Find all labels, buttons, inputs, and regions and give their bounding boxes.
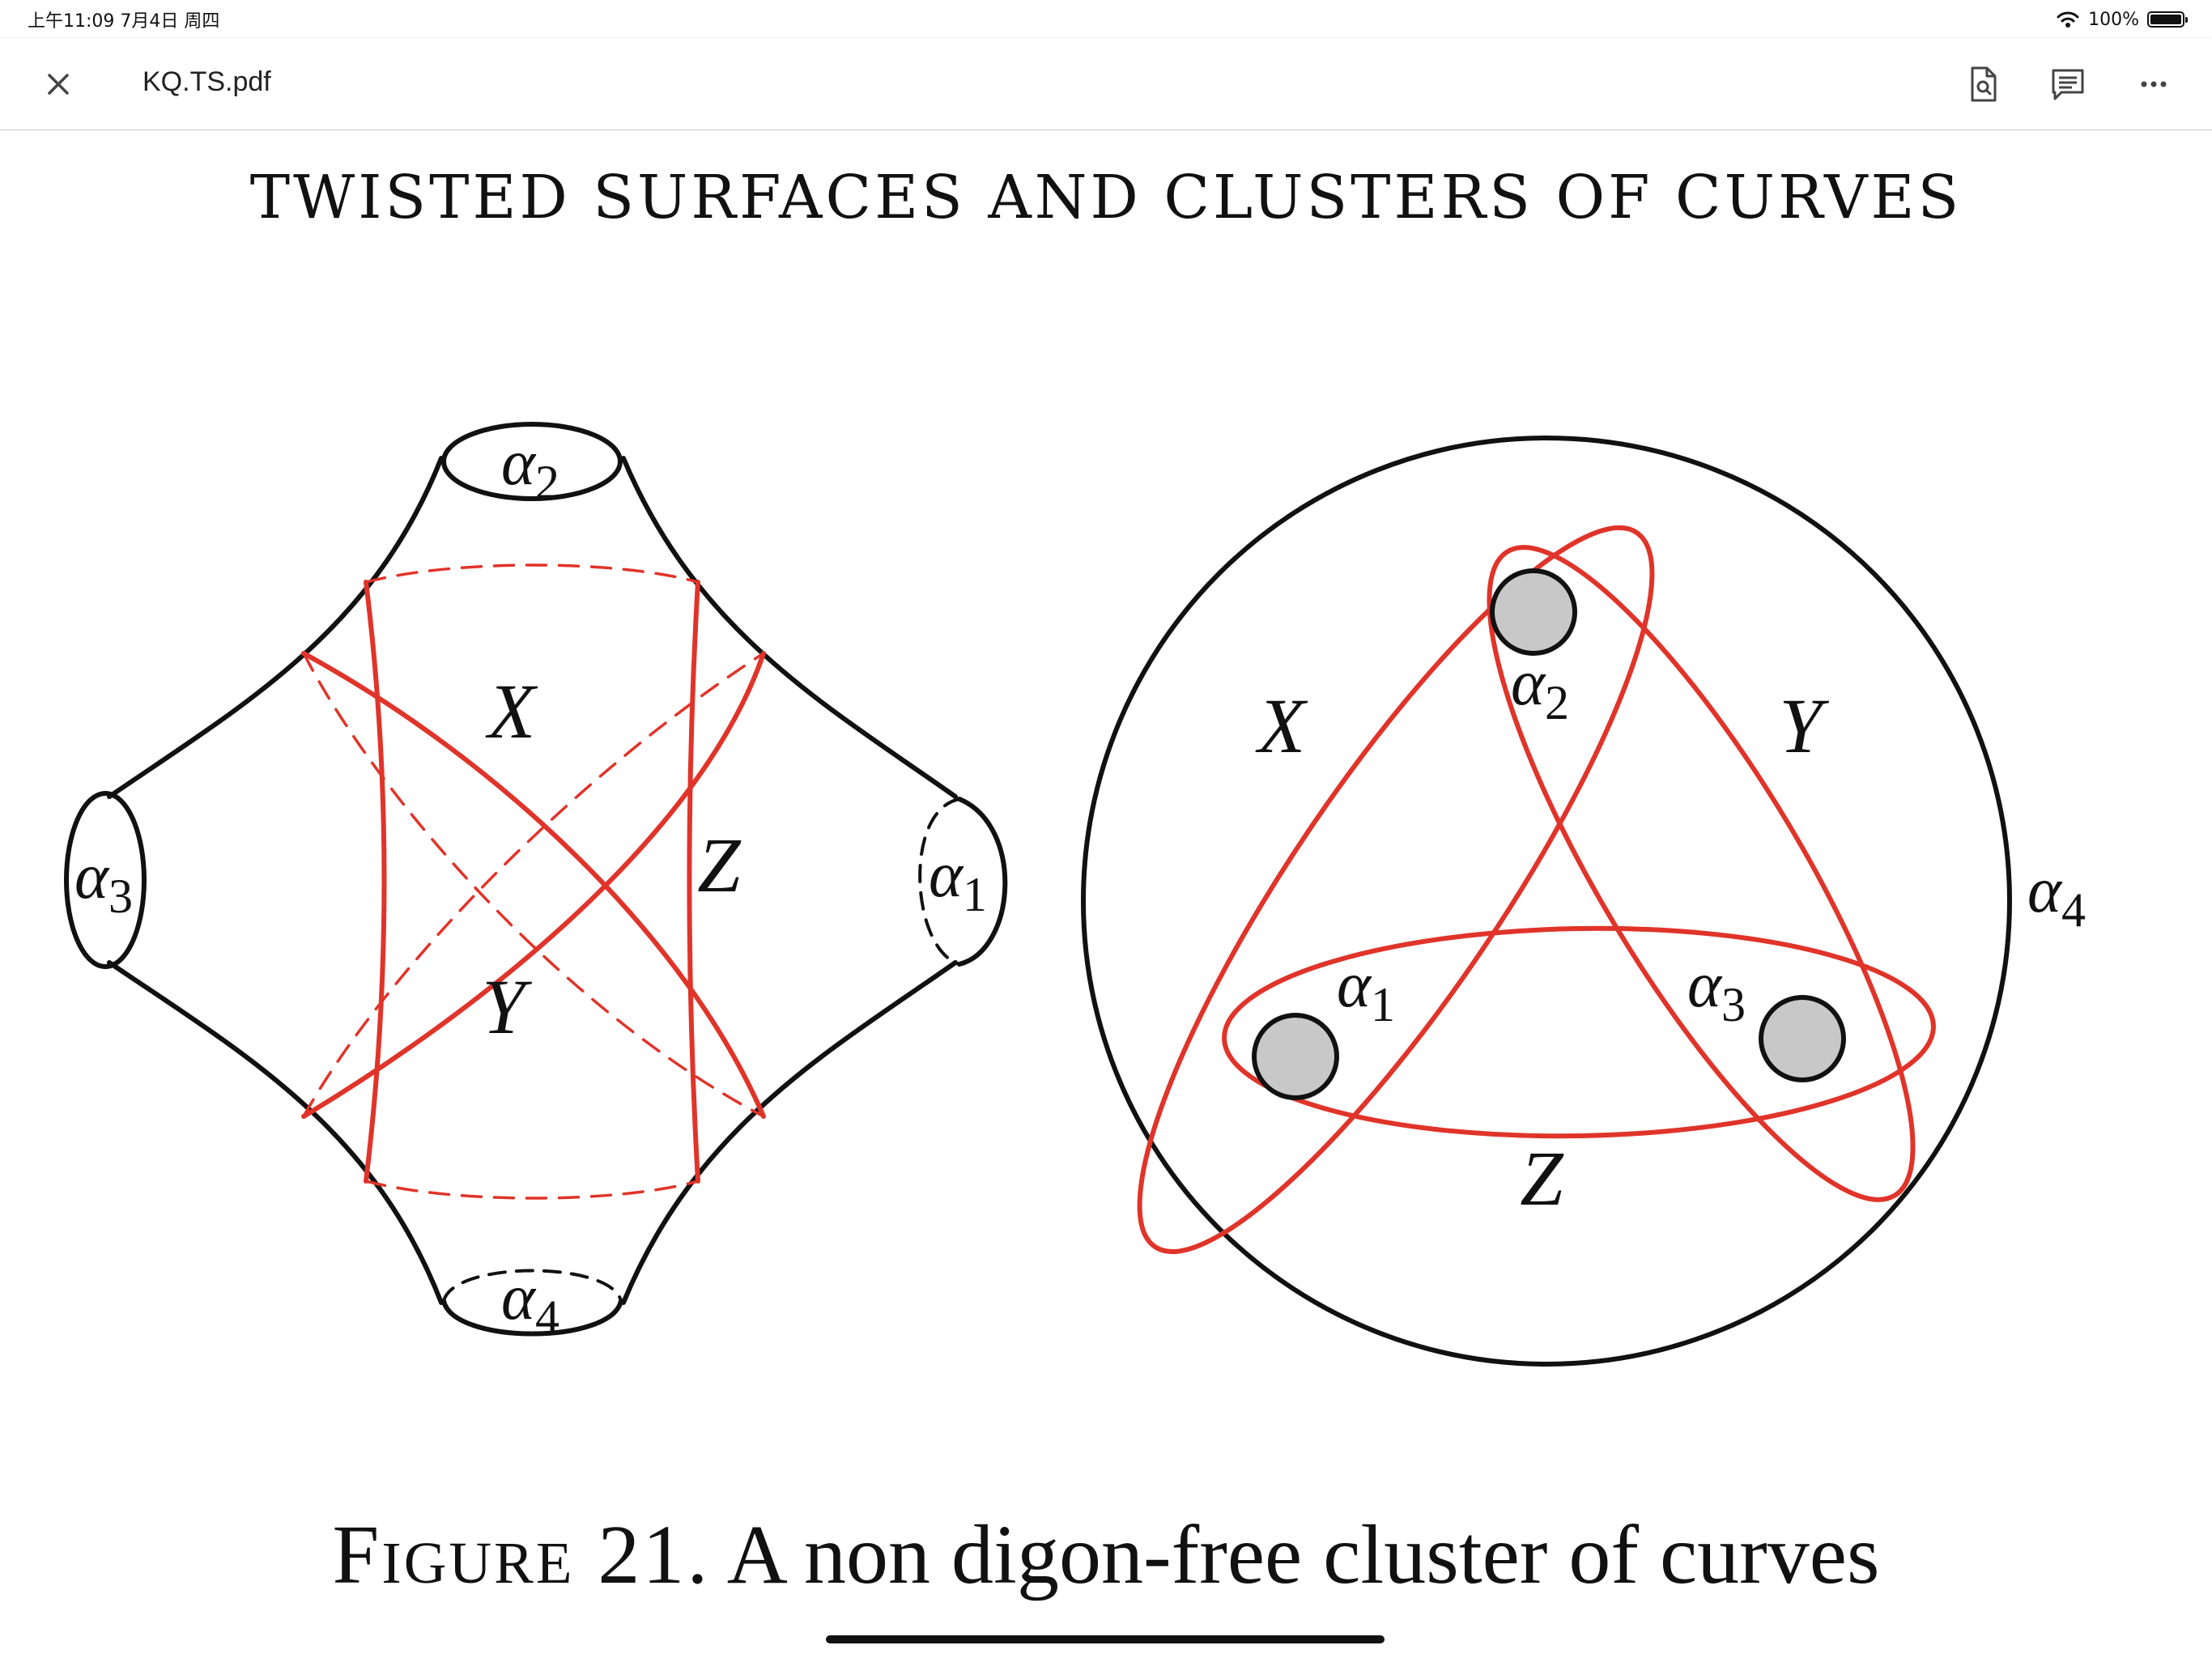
boundary-alpha4-front — [441, 1299, 623, 1337]
boundary-alpha2 — [441, 422, 623, 501]
curve-z-bottom-back — [364, 1180, 700, 1200]
curve-z-disk — [1222, 925, 1936, 1139]
curve-y-front — [301, 651, 766, 1119]
red-curves-disk — [1137, 525, 1936, 1254]
label-alpha3-disk: α3 — [1687, 950, 1746, 1031]
right-disk-figure: α2 α1 α3 α4 X Y Z — [1081, 436, 2086, 1367]
boundary-alpha3 — [64, 791, 147, 969]
label-alpha4-left: α4 — [501, 1262, 559, 1344]
battery-percent: 100% — [2088, 9, 2139, 30]
label-z-left: Z — [697, 822, 742, 908]
more-icon[interactable] — [2133, 63, 2175, 105]
boundary-alpha1-back — [918, 797, 961, 966]
puncture-alpha3 — [1759, 995, 1846, 1082]
caption-label: Figure 21. — [332, 1508, 711, 1601]
running-head: TWISTED SURFACES AND CLUSTERS OF CURVES — [249, 163, 1963, 232]
label-alpha3-left: α3 — [74, 841, 133, 923]
curve-y-disk — [1487, 545, 1916, 1202]
figure-caption: Figure 21. A non digon-free cluster of c… — [0, 1507, 2212, 1603]
curve-x-front — [301, 651, 766, 1119]
battery-icon — [2147, 11, 2188, 28]
label-x-disk: X — [1255, 682, 1308, 769]
surface-outline — [107, 456, 958, 1305]
status-bar: 上午11:09 7月4日 周四 100% — [0, 0, 2212, 39]
curve-x-disk — [1137, 525, 1655, 1254]
puncture-alpha1 — [1252, 1013, 1339, 1100]
close-icon[interactable] — [40, 66, 76, 102]
curve-x-back — [302, 652, 765, 1118]
home-indicator[interactable] — [826, 1635, 1385, 1643]
boundary-alpha4-back — [442, 1269, 623, 1303]
curve-y-back — [302, 652, 765, 1118]
pdf-page: TWISTED SURFACES AND CLUSTERS OF CURVES — [0, 130, 2212, 1636]
figure-21: α2 α3 α1 α4 X Y Z α2 α1 α3 α4 — [64, 422, 2086, 1367]
comments-icon[interactable] — [2047, 63, 2089, 105]
puncture-alpha2 — [1490, 568, 1577, 656]
punctures — [1252, 568, 1846, 1100]
document-title: KQ.TS.pdf — [143, 66, 271, 97]
label-alpha2-disk: α2 — [1511, 648, 1569, 729]
boundary-alpha1-front — [957, 797, 1008, 967]
curve-z-right — [687, 580, 700, 1184]
label-alpha1-left: α1 — [929, 840, 987, 921]
label-x-left: X — [485, 668, 538, 755]
caption-text: A non digon-free cluster of curves — [726, 1508, 1880, 1601]
label-alpha2-left: α2 — [501, 427, 559, 509]
label-alpha1-disk: α1 — [1337, 950, 1395, 1031]
find-in-page-icon[interactable] — [1963, 63, 2005, 105]
status-indicators: 100% — [2056, 5, 2188, 34]
pdf-viewer-toolbar: KQ.TS.pdf — [0, 39, 2212, 130]
left-surface-figure: α2 α3 α1 α4 X Y Z — [64, 422, 1008, 1344]
red-curves — [301, 563, 766, 1200]
label-z-disk: Z — [1520, 1135, 1564, 1222]
curve-z-left — [364, 580, 387, 1184]
disk-boundary-alpha4 — [1081, 436, 2012, 1367]
wifi-icon — [2057, 11, 2079, 28]
label-y-disk: Y — [1779, 682, 1829, 769]
status-time: 上午11:09 7月4日 周四 — [28, 11, 220, 32]
label-alpha4-disk: α4 — [2027, 855, 2086, 937]
curve-z-top-back — [364, 563, 700, 584]
label-y-left: Y — [482, 963, 532, 1050]
